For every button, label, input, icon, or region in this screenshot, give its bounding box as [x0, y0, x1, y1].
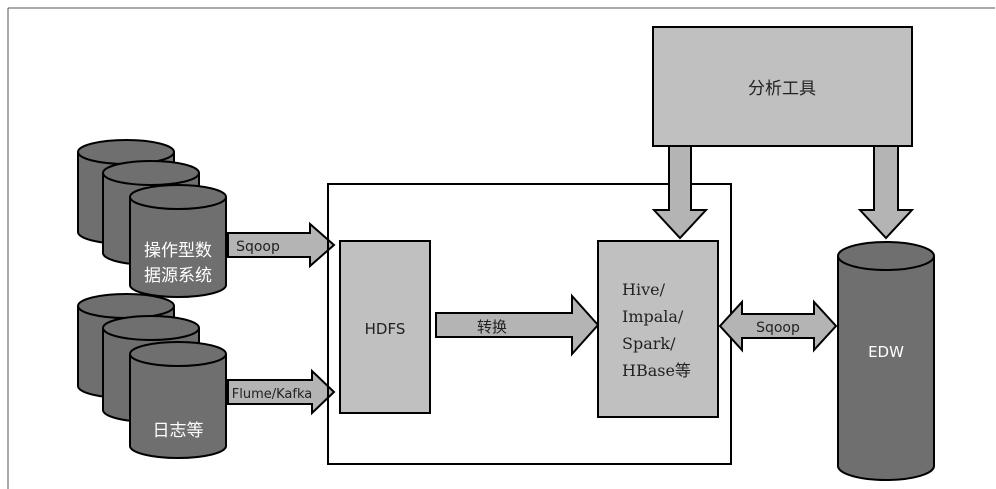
- transform-label: 转换: [477, 318, 507, 336]
- operational-sources-label-line1: 操作型数: [144, 241, 212, 261]
- flume-kafka-label: Flume/Kafka: [232, 387, 312, 402]
- transform-arrow: [435, 293, 600, 357]
- operational-sources-label-line2: 据源系统: [144, 266, 212, 286]
- analytics-to-edw-arrow: [857, 145, 915, 240]
- cylinder-front: [129, 184, 227, 298]
- engine-hbase: HBase等: [622, 361, 691, 380]
- engine-hive: Hive/: [622, 280, 666, 299]
- hdfs-label: HDFS: [365, 320, 406, 338]
- hdfs-box: [339, 240, 431, 414]
- log-sources-label: 日志等: [153, 421, 204, 441]
- sqoop-edw-arrow: [718, 299, 838, 353]
- engine-impala: Impala/: [622, 307, 684, 326]
- sqoop-in-arrow: [227, 221, 336, 269]
- engines-box: [597, 240, 719, 418]
- flume-kafka-arrow: [227, 368, 336, 416]
- log-cylinder-front: [129, 341, 227, 459]
- edw-label: EDW: [868, 343, 904, 361]
- engine-spark: Spark/: [622, 334, 676, 353]
- log-sources-stack: [77, 293, 227, 459]
- analytics-label: 分析工具: [748, 79, 816, 99]
- analytics-box: [652, 26, 913, 147]
- operational-sources-stack: [77, 139, 227, 298]
- sqoop-edw-label: Sqoop: [756, 320, 800, 336]
- sqoop-in-label: Sqoop: [236, 239, 280, 255]
- edw-cylinder: [837, 241, 935, 481]
- analytics-to-engines-arrow: [651, 145, 709, 240]
